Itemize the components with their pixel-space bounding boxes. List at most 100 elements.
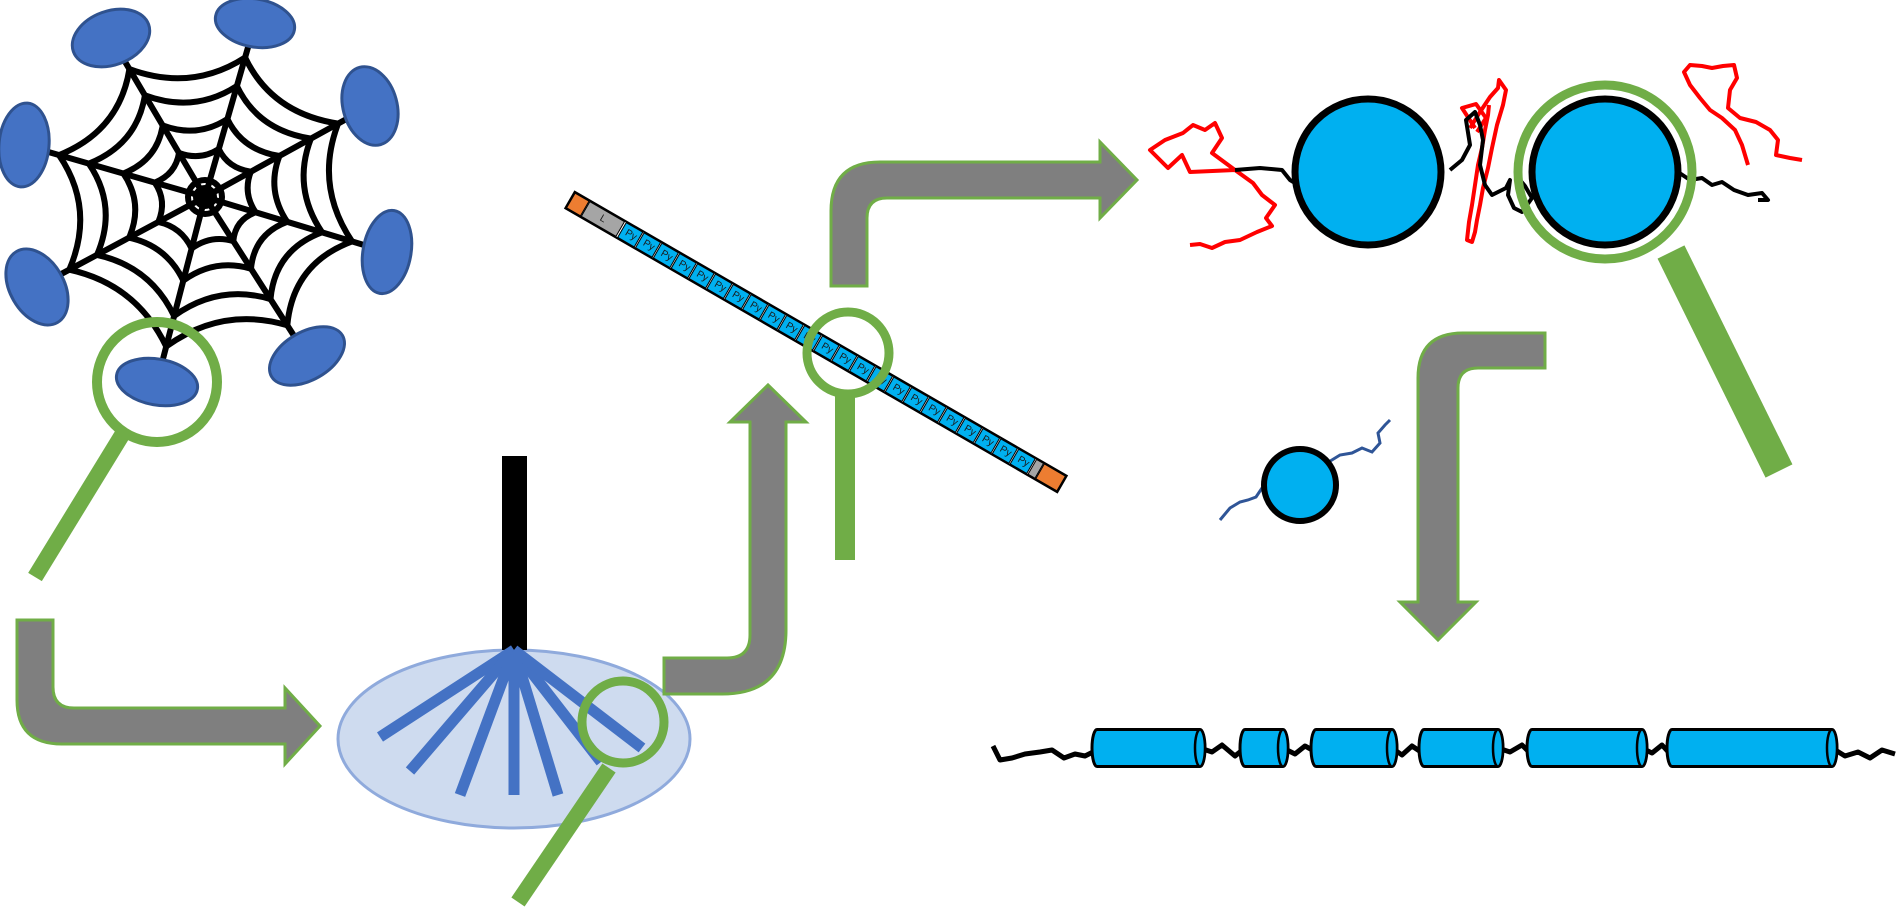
sphere-icon [1261,446,1339,524]
strand-segment-label: Py [891,382,907,397]
web-thread [66,266,170,350]
disordered-tails [1148,63,1803,250]
web-hub [193,185,217,209]
strand-segment-label: Py [980,434,996,449]
strand-segment [724,283,751,310]
helix-cylinder-icon [1238,728,1290,768]
strand-segment [902,386,929,413]
web-thread [126,234,187,284]
web-thread [300,135,325,236]
web-thread [171,291,274,319]
segmented-strand: LPyPyPyPyPyPyPyPyPyPyPyPyPyPyPyPyPyPyPyP… [563,190,1069,494]
strand-segment [813,335,840,361]
strand-segment [652,242,680,269]
strand-segment-label: Py [694,269,710,284]
strand-tail-segment [1027,458,1045,479]
web-thread [163,316,291,350]
web-thread [85,160,109,258]
web-node [213,0,297,50]
strand-segment-label: Py [677,258,693,273]
web-thread [85,92,148,167]
web-thread [248,218,291,272]
helix-cylinder-icon [1309,728,1399,768]
helix-cylinder-icon [1090,728,1207,768]
strand-segment-label: Py [855,361,871,376]
web-thread [126,54,249,82]
web-thread [284,238,355,329]
strand-segment-label: Py [998,444,1014,459]
web-thread [325,120,355,245]
web-node [340,65,400,147]
web-thread [180,262,254,284]
strand-segment-label: Py [926,403,942,418]
strand-segment [617,221,644,248]
web-thread [56,66,133,159]
strand-segment [956,417,983,444]
spider-web-icon [45,44,367,361]
web-thread [56,152,84,273]
strand-segment-label: Py [730,289,746,304]
web-thread [120,122,166,177]
helix-cylinders [1090,728,1839,768]
strand-segment [759,304,787,330]
bent-arrow-icon [15,618,323,768]
web-thread [271,153,291,225]
helix-cylinder-icon [1525,728,1649,768]
web-node [268,325,346,387]
fan-stem [502,456,527,650]
strand-segment [1009,448,1036,475]
strand-cap [1035,463,1067,492]
web-thread [151,179,166,225]
fan-ray [510,645,646,753]
strand-segment [670,252,697,279]
bent-arrow-icon [829,138,1140,288]
strand-lead-label: L [598,213,609,226]
magnifying-glass-icon [511,676,669,907]
strand-segment-label: Py [1016,454,1032,469]
strand-cap [565,192,590,217]
strand-segment [688,263,715,289]
web-thread [120,170,139,241]
strand-segment [938,407,965,433]
strand-segment [884,376,912,403]
strand-segment-label: Py [944,413,960,428]
magnifying-glass-icon [802,307,894,560]
web-thread [94,251,178,319]
strand-segment [848,355,876,382]
web-node [360,208,414,296]
bent-arrow-icon [1396,331,1547,643]
web-node [4,247,70,327]
fan-ray [377,645,517,742]
helix-cylinder-icon [1417,728,1505,768]
web-thread [141,83,240,106]
strand-segment [777,314,805,341]
web-hub [185,177,225,217]
web-thread [244,168,259,216]
web-node [114,356,200,408]
strand-segment-label: Py [784,320,800,335]
fan-ray [405,646,519,775]
web-thread [151,150,182,186]
web-thread [215,146,254,175]
strand-segment-label: Py [962,423,978,438]
web-thread [242,54,342,127]
helix-cylinder-icon [1665,728,1839,768]
sphere-icon [1291,95,1682,249]
strand-segment-label: Py [766,310,782,325]
strand-segment [920,397,947,423]
strand-segment [706,273,733,300]
strand-segment-label: Py [748,300,764,315]
strand-segment [741,294,769,320]
bent-arrow-icon [662,382,810,696]
magnifying-glass-icon [1513,80,1793,478]
web-thread [233,83,314,142]
strand-segment-label: Py [641,238,657,253]
web-node [70,7,152,69]
web-node [0,101,51,189]
strand-segment-label: Py [712,279,728,294]
web-thread [267,229,325,303]
strand-segment [991,438,1019,464]
strand-segment [973,427,1001,454]
strand-segment-label: Py [908,392,924,407]
